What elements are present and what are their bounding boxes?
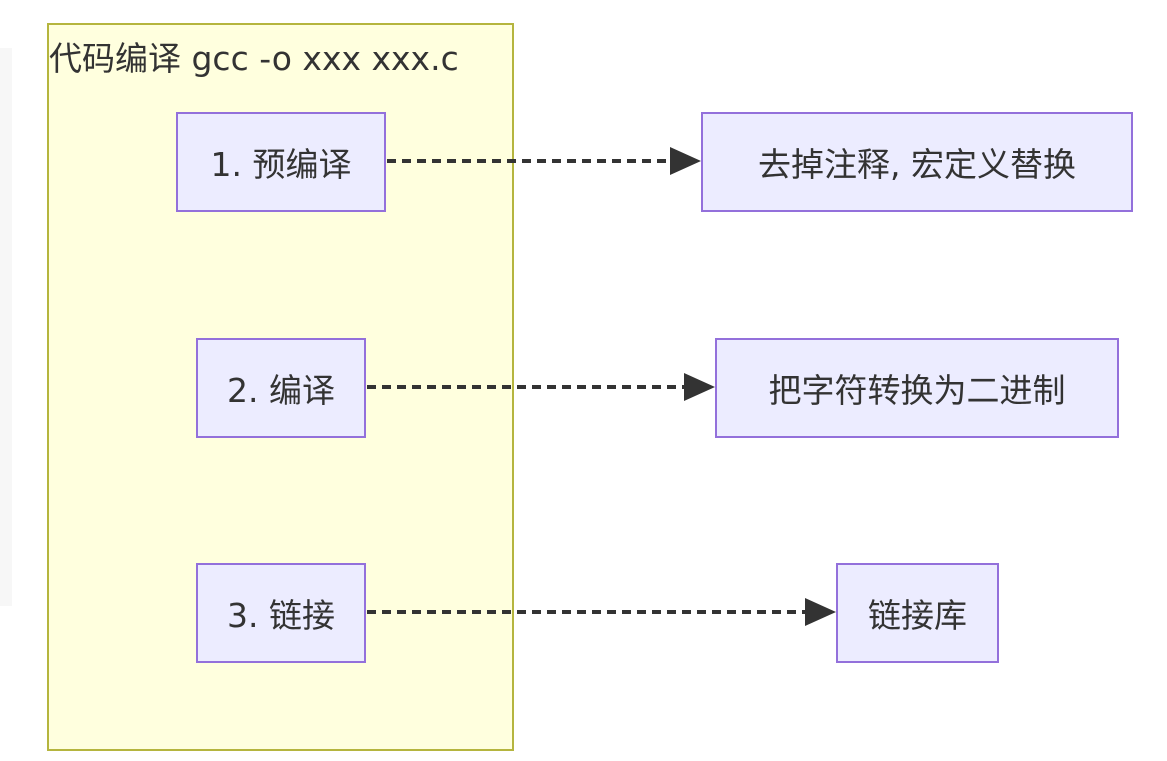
node-label: 链接库: [868, 596, 967, 635]
node-label: 2. 编译: [227, 371, 335, 410]
node-label: 1. 预编译: [210, 145, 352, 184]
left-edge-strip: [0, 48, 12, 606]
node-label: 3. 链接: [227, 596, 335, 635]
arrowhead-icon: [684, 373, 715, 401]
node-step1-preprocess[interactable]: 1. 预编译: [176, 112, 386, 212]
node-step2-compile[interactable]: 2. 编译: [196, 338, 366, 438]
node-out1-remove-comments-macro[interactable]: 去掉注释, 宏定义替换: [701, 112, 1133, 212]
cluster-title: 代码编译 gcc -o xxx xxx.c: [49, 39, 459, 78]
node-label: 去掉注释, 宏定义替换: [758, 145, 1076, 184]
arrowhead-icon: [670, 147, 701, 175]
node-step3-link[interactable]: 3. 链接: [196, 563, 366, 663]
node-out2-to-binary[interactable]: 把字符转换为二进制: [715, 338, 1119, 438]
node-out3-link-library[interactable]: 链接库: [836, 563, 999, 663]
arrowhead-icon: [805, 598, 836, 626]
node-label: 把字符转换为二进制: [768, 371, 1066, 410]
